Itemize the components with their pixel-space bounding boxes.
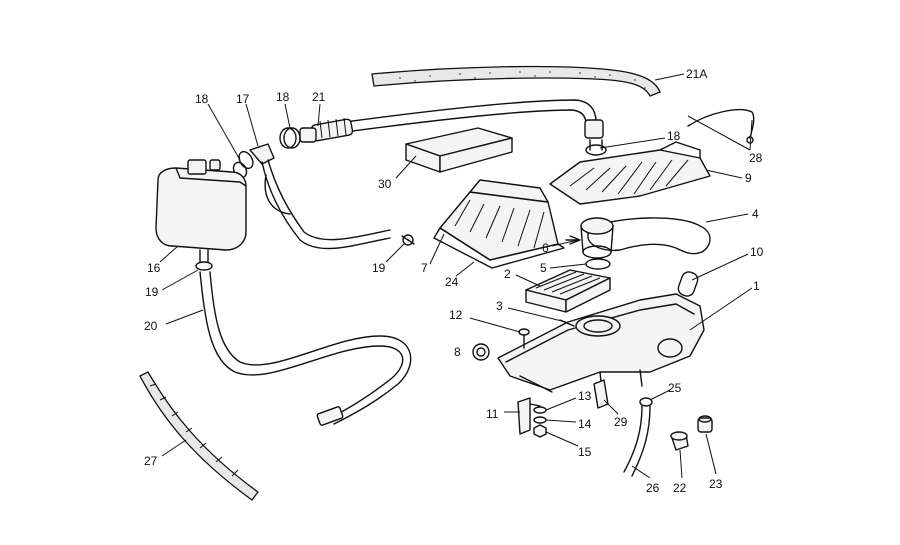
clamp-18-center (585, 139, 607, 156)
callout-3: 3 (496, 299, 503, 313)
callout-labels: 21A 18 17 18 21 18 28 30 9 4 6 10 16 19 … (144, 67, 764, 495)
callout-21a: 21A (686, 67, 707, 81)
callout-20: 20 (144, 319, 158, 333)
callout-8: 8 (454, 345, 461, 359)
callout-19: 19 (145, 285, 159, 299)
callout-13: 13 (578, 389, 592, 403)
nut-15 (533, 424, 547, 438)
callout-28: 28 (749, 151, 763, 165)
ring-8 (472, 343, 490, 361)
callout-1: 1 (753, 279, 760, 293)
hose-21a (371, 65, 661, 97)
callout-19: 19 (372, 261, 386, 275)
callout-17: 17 (236, 92, 250, 106)
tank-16 (155, 159, 247, 263)
callout-5: 5 (540, 261, 547, 275)
callout-21: 21 (312, 90, 326, 104)
callout-18: 18 (195, 92, 209, 106)
callout-26: 26 (646, 481, 660, 495)
washer-13 (533, 406, 547, 414)
callout-18: 18 (667, 129, 681, 143)
clip-19-left (195, 261, 213, 271)
callout-6: 6 (542, 241, 549, 255)
callout-4: 4 (752, 207, 759, 221)
drain-hose-26 (623, 405, 651, 477)
callout-29: 29 (614, 415, 628, 429)
plug-22 (670, 431, 689, 451)
callout-11: 11 (486, 407, 499, 421)
callout-18: 18 (276, 90, 290, 104)
filter-element-2 (525, 269, 611, 313)
callout-12: 12 (449, 308, 463, 322)
lower-housing-1 (497, 293, 705, 393)
callout-24: 24 (445, 275, 459, 289)
o-ring-10 (677, 271, 699, 297)
clip-19-right (401, 234, 415, 246)
braided-hose-27 (139, 371, 259, 501)
clip-25 (639, 397, 653, 407)
bracket-29 (593, 379, 609, 409)
callout-30: 30 (378, 177, 392, 191)
bracket-11 (517, 397, 541, 435)
callout-15: 15 (578, 445, 592, 459)
cap-23 (697, 415, 713, 433)
washer-5 (585, 258, 611, 270)
clamp-18-top (279, 127, 301, 149)
t-fitting-17 (249, 143, 391, 250)
filter-pad-30 (405, 127, 513, 173)
callout-27: 27 (144, 454, 158, 468)
hose-20 (199, 271, 412, 426)
washer-14 (533, 416, 547, 424)
screw-12 (518, 328, 530, 349)
hose-21 (344, 99, 604, 139)
filter-cover-7 (433, 179, 565, 269)
leader-lines (159, 73, 753, 479)
wire-28 (687, 109, 755, 144)
callout-14: 14 (578, 417, 592, 431)
callout-9: 9 (745, 171, 752, 185)
callout-25: 25 (668, 381, 682, 395)
corrugated-connector-21 (299, 117, 354, 143)
housing-top-9 (549, 141, 711, 205)
callout-16: 16 (147, 261, 161, 275)
callout-10: 10 (750, 245, 764, 259)
callout-7: 7 (421, 261, 428, 275)
callout-2: 2 (504, 267, 511, 281)
sleeve-6 (565, 217, 614, 259)
callout-23: 23 (709, 477, 723, 491)
callout-22: 22 (673, 481, 687, 495)
gasket-4 (587, 217, 711, 255)
